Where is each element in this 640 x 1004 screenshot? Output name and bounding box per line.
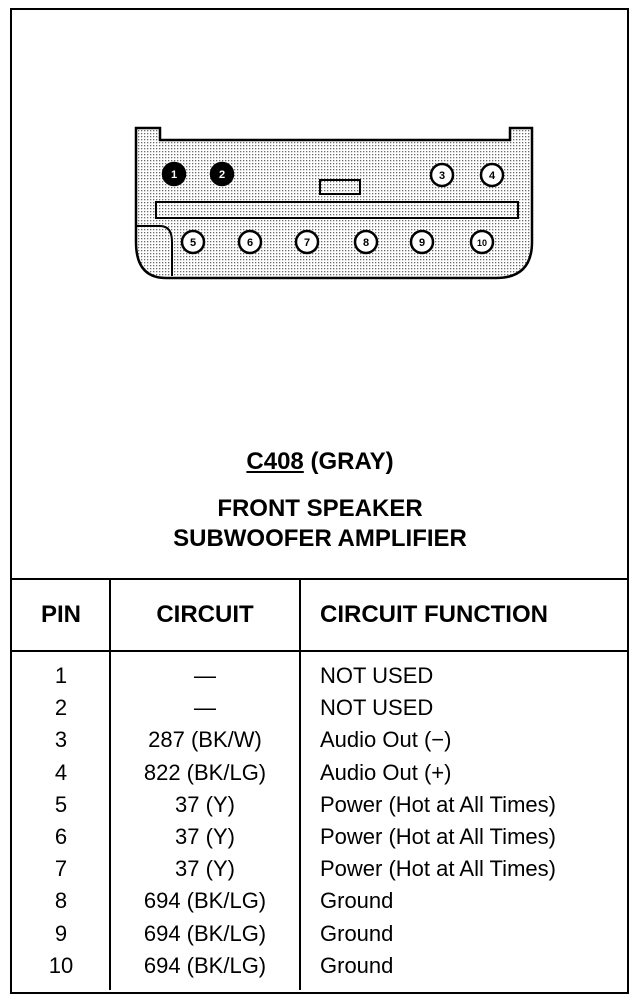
circuit-cell: 37 (Y): [175, 824, 235, 850]
connector-color: (GRAY): [310, 448, 394, 475]
circuit-cell: 694 (BK/LG): [143, 888, 267, 914]
connector-description: FRONT SPEAKER SUBWOOFER AMPLIFIER: [0, 494, 640, 554]
pin-number: 7: [304, 237, 310, 249]
circuit-cell: 694 (BK/LG): [143, 952, 267, 978]
pin-number: 3: [439, 170, 445, 182]
table-row: 4 822 (BK/LG) Audio Out (+): [12, 757, 627, 789]
pin-cavity: [469, 229, 495, 255]
pin-cavity: [237, 229, 263, 255]
header-circuit: CIRCUIT: [156, 601, 254, 628]
table-row: 1 — NOT USED: [12, 660, 627, 692]
circuit-cell: 37 (Y): [175, 791, 235, 817]
pin-cavity: [353, 229, 379, 255]
function-cell: Ground: [320, 952, 394, 978]
pin-cavity: [209, 161, 235, 187]
pin-cell: 8: [54, 888, 68, 914]
table-row: 9 694 (BK/LG) Ground: [12, 918, 627, 950]
circuit-cell: 37 (Y): [175, 856, 235, 882]
pin-5: 5: [180, 229, 206, 255]
pin-number: 1: [171, 169, 177, 181]
pin-number: 5: [190, 237, 196, 249]
table-row: 7 37 (Y) Power (Hot at All Times): [12, 853, 627, 885]
pin-6: 6: [237, 229, 263, 255]
pin-cavity: [479, 162, 505, 188]
table-row: 6 37 (Y) Power (Hot at All Times): [12, 821, 627, 853]
pin-cell: 7: [54, 856, 68, 882]
pin-1: 1: [161, 161, 187, 187]
pin-10: 10: [469, 229, 495, 255]
table-row: 5 37 (Y) Power (Hot at All Times): [12, 789, 627, 821]
function-cell: NOT USED: [320, 695, 434, 721]
connector-name-line1: FRONT SPEAKER: [217, 495, 423, 522]
column-divider: [109, 578, 111, 990]
table-row: 10 694 (BK/LG) Ground: [12, 950, 627, 982]
table-row: 2 — NOT USED: [12, 692, 627, 724]
pin-2: 2: [209, 161, 235, 187]
pin-9: 9: [409, 229, 435, 255]
pin-cell: 3: [54, 727, 68, 753]
connector-title: C408 (GRAY): [0, 448, 640, 476]
pin-number: 10: [477, 238, 487, 248]
pin-7: 7: [294, 229, 320, 255]
function-cell: Power (Hot at All Times): [320, 791, 556, 817]
pin-8: 8: [353, 229, 379, 255]
pin-cavity: [180, 229, 206, 255]
function-cell: Power (Hot at All Times): [320, 824, 556, 850]
pin-cavity: [161, 161, 187, 187]
pin-number: 8: [363, 237, 369, 249]
table-header: PIN CIRCUIT CIRCUIT FUNCTION: [12, 578, 627, 652]
table-row: 3 287 (BK/W) Audio Out (−): [12, 724, 627, 756]
pin-cell: 4: [54, 759, 68, 785]
pin-cell: 2: [54, 695, 68, 721]
pin-cell: 9: [54, 920, 68, 946]
function-cell: Ground: [320, 888, 394, 914]
pin-cell: 1: [54, 663, 68, 689]
pin-4: 4: [479, 162, 505, 188]
circuit-cell: 694 (BK/LG): [143, 920, 267, 946]
pin-3: 3: [429, 162, 455, 188]
circuit-cell: —: [194, 663, 216, 689]
pin-number: 9: [419, 237, 425, 249]
pin-number: 2: [219, 169, 225, 181]
connector-face: 1 2 3 4 5 6 7 8 9 10: [134, 126, 534, 280]
circuit-cell: 822 (BK/LG): [143, 759, 267, 785]
table-body: 1 — NOT USED 2 — NOT USED 3 287 (BK/W) Audio Out…: [12, 660, 627, 982]
header-function: CIRCUIT FUNCTION: [320, 601, 548, 628]
housing-corner: [136, 225, 173, 276]
function-cell: Audio Out (+): [320, 759, 452, 785]
connector-name-line2: SUBWOOFER AMPLIFIER: [173, 525, 467, 552]
pin-cell: 10: [48, 952, 74, 978]
function-cell: Power (Hot at All Times): [320, 856, 556, 882]
function-cell: NOT USED: [320, 663, 434, 689]
pin-cell: 6: [54, 824, 68, 850]
circuit-cell: 287 (BK/W): [148, 727, 262, 753]
pin-cavity: [429, 162, 455, 188]
column-divider: [299, 578, 301, 990]
header-pin: PIN: [40, 601, 81, 628]
function-cell: Audio Out (−): [320, 727, 452, 753]
pin-cell: 5: [54, 791, 68, 817]
pin-cavity: [409, 229, 435, 255]
pin-number: 6: [247, 237, 253, 249]
pin-number: 4: [489, 170, 496, 182]
keyway-bar: [155, 201, 519, 219]
diagram-frame: [10, 8, 629, 994]
table-row: 8 694 (BK/LG) Ground: [12, 885, 627, 917]
function-cell: Ground: [320, 920, 394, 946]
circuit-cell: —: [194, 695, 216, 721]
pin-cavity: [294, 229, 320, 255]
connector-id: C408: [246, 448, 304, 475]
locking-tab: [319, 179, 361, 195]
